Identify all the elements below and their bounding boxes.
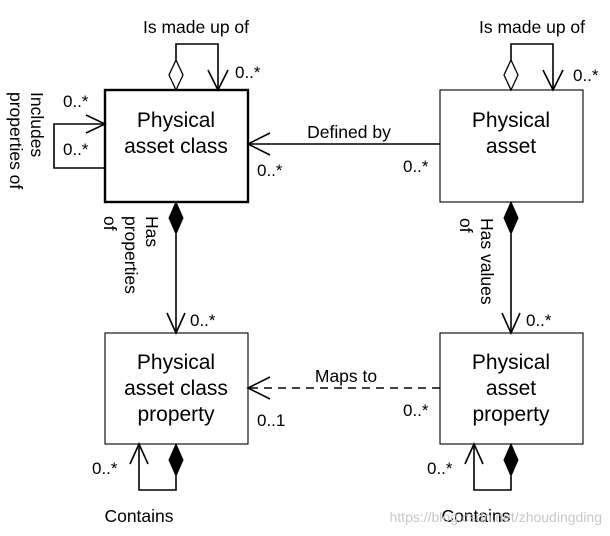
- mult-maps-to-source: 0..*: [403, 401, 429, 420]
- box-physical-asset-class-line1: Physical: [137, 109, 215, 132]
- relation-has-properties-of: Has properties of 0..*: [100, 200, 216, 335]
- box-physical-asset-class-property-line1: Physical: [137, 351, 215, 374]
- label-properties: properties: [121, 216, 141, 294]
- box-physical-asset: Physical asset: [439, 89, 584, 203]
- aggregation-open-diamond-icon: [168, 58, 184, 92]
- relation-has-values-of: Has values of 0..*: [456, 200, 552, 335]
- label-values-of: of: [456, 218, 476, 233]
- label-of: of: [100, 216, 120, 231]
- label-has-values: Has values: [477, 218, 497, 305]
- box-physical-asset-property-line3: property: [472, 403, 550, 426]
- arrowhead-icon: [166, 312, 186, 335]
- label-pacp-contains: Contains: [104, 506, 173, 526]
- arrowhead-icon: [501, 312, 521, 335]
- arrowhead-icon: [85, 114, 107, 134]
- relation-includes-properties-of: Includes properties of 0..* 0..*: [6, 92, 107, 189]
- label-properties-of: properties of: [6, 92, 26, 189]
- mult-has-values-of: 0..*: [526, 311, 552, 330]
- arrowhead-icon: [246, 376, 271, 400]
- arrowhead-icon: [207, 69, 229, 92]
- label-has: Has: [142, 216, 162, 247]
- mult-pacp-contains: 0..*: [92, 459, 118, 478]
- aggregation-open-diamond-icon: [503, 58, 519, 92]
- box-physical-asset-line2: asset: [486, 135, 536, 158]
- relation-defined-by: Defined by 0..* 0..*: [246, 122, 440, 180]
- composition-filled-diamond-icon: [168, 442, 184, 478]
- arrowhead-icon: [129, 442, 149, 465]
- relation-pac-is-made-up-of: Is made up of 0..*: [143, 17, 261, 92]
- box-physical-asset-property-line2: asset: [486, 377, 536, 400]
- composition-filled-diamond-icon: [503, 200, 519, 236]
- mult-includes-bottom: 0..*: [63, 140, 89, 159]
- box-physical-asset-class-property-line3: property: [137, 403, 215, 426]
- relation-maps-to: Maps to 0..1 0..*: [246, 366, 440, 430]
- relation-pap-contains: Contains 0..*: [427, 442, 519, 526]
- mult-defined-by-target: 0..*: [257, 161, 283, 180]
- mult-includes-top: 0..*: [63, 92, 89, 111]
- label-includes: Includes: [27, 92, 47, 157]
- relation-pa-is-made-up-of: Is made up of 0..*: [479, 17, 599, 92]
- box-physical-asset-property-line1: Physical: [472, 351, 550, 374]
- box-physical-asset-class-property: Physical asset class property: [104, 332, 249, 445]
- mult-pap-contains: 0..*: [427, 459, 453, 478]
- label-pa-is-made-up-of: Is made up of: [479, 17, 585, 37]
- mult-maps-to-target: 0..1: [257, 411, 285, 430]
- watermark-text: https://blog.csdn.net/zhoudingding: [390, 509, 603, 525]
- label-pac-is-made-up-of: Is made up of: [143, 17, 249, 37]
- mult-has-properties-of: 0..*: [190, 311, 216, 330]
- box-physical-asset-class: Physical asset class: [103, 88, 250, 204]
- composition-filled-diamond-icon: [503, 442, 519, 478]
- box-physical-asset-line1: Physical: [472, 109, 550, 132]
- arrowhead-icon: [542, 69, 564, 92]
- arrowhead-icon: [464, 442, 484, 465]
- box-physical-asset-class-property-line2: asset class: [124, 377, 228, 400]
- label-defined-by: Defined by: [307, 122, 391, 142]
- arrowhead-icon: [246, 132, 271, 156]
- relation-pacp-contains: Contains 0..*: [92, 442, 184, 526]
- mult-pac-is-made-up-of: 0..*: [235, 63, 261, 82]
- label-pap-contains: Contains: [441, 506, 510, 526]
- label-maps-to: Maps to: [315, 366, 377, 386]
- box-physical-asset-class-line2: asset class: [124, 135, 228, 158]
- mult-defined-by-source: 0..*: [403, 157, 429, 176]
- mult-pa-is-made-up-of: 0..*: [573, 66, 599, 85]
- box-physical-asset-property: Physical asset property: [439, 332, 584, 445]
- composition-filled-diamond-icon: [168, 200, 184, 236]
